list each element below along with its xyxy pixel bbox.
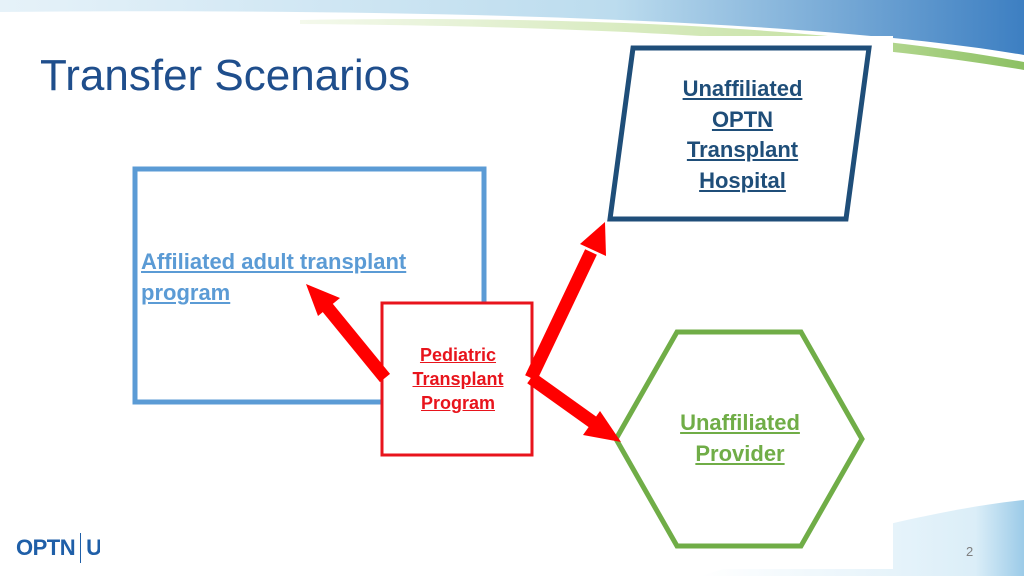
pediatric-program-label: Pediatric Transplant Program (384, 343, 532, 415)
pediatric-label-line-2: Transplant (412, 369, 504, 389)
affiliated-label-line-1: Affiliated adult transplant (141, 249, 407, 274)
affiliated-program-box (132, 166, 487, 405)
provider-label-line-1: Unaffiliated (680, 410, 800, 435)
hospital-label-line-2: OPTN (711, 106, 774, 132)
arrow-to-affiliated (306, 284, 391, 383)
arrow-to-provider (527, 372, 621, 442)
optn-logo: OPTN U (16, 530, 100, 566)
unaffiliated-hospital-shape (607, 45, 872, 222)
slide-title: Transfer Scenarios (40, 51, 411, 101)
hospital-label-line-1: Unaffiliated (682, 76, 803, 101)
unaffiliated-hospital-label: Unaffiliated OPTN Transplant Hospital (640, 74, 845, 196)
unaffiliated-provider-label: Unaffiliated Provider (640, 408, 840, 469)
logo-text: OPTN (16, 535, 76, 560)
pediatric-program-box (380, 301, 534, 457)
logo-divider (80, 533, 82, 563)
logo-cut-text: U (86, 535, 101, 560)
pediatric-label-line-1: Pediatric (419, 345, 497, 365)
pediatric-label-line-3: Program (420, 393, 496, 413)
hospital-label-line-4: Hospital (699, 167, 786, 193)
hospital-label-line-3: Transplant (686, 137, 799, 162)
arrow-to-hospital (525, 222, 606, 381)
provider-label-line-2: Provider (695, 440, 785, 466)
affiliated-label-line-2: program (141, 280, 231, 305)
page-number: 2 (966, 544, 974, 559)
affiliated-program-label: Affiliated adult transplant program (141, 246, 461, 308)
